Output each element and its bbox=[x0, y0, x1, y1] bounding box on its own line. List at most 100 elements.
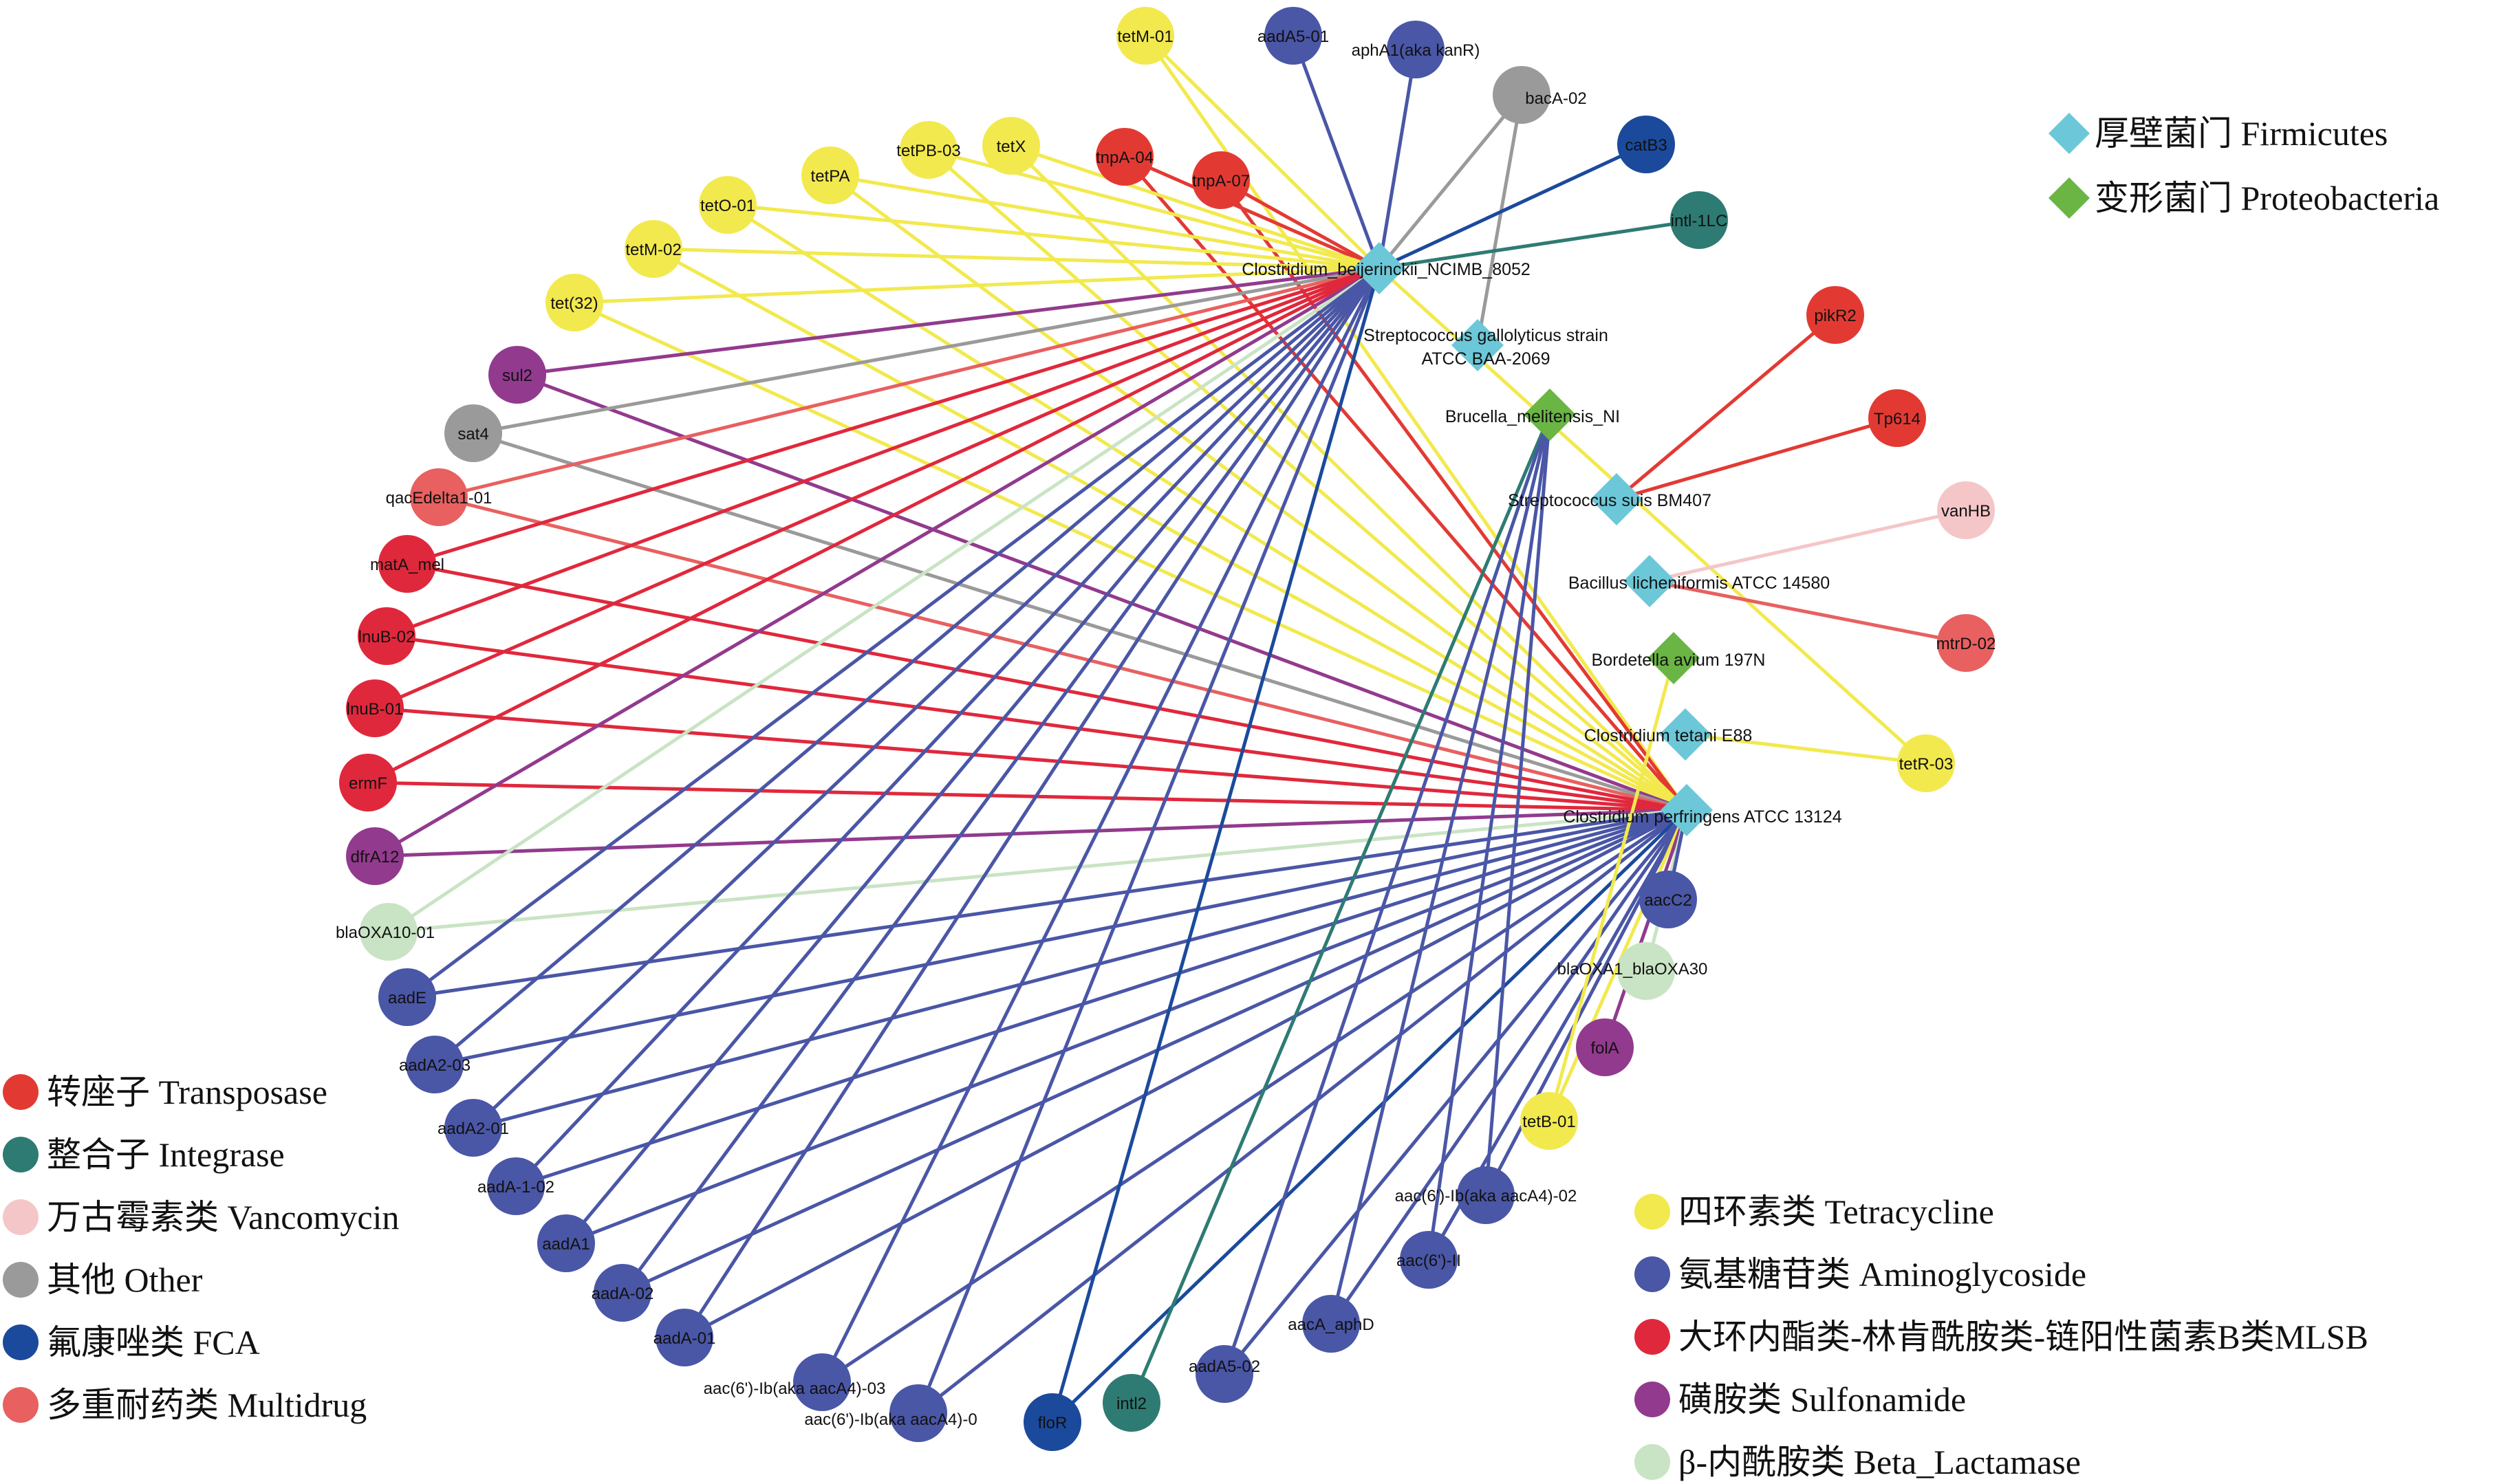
legend-label: 变形菌门 Proteobacteria bbox=[2095, 179, 2439, 217]
edge-flor-cb bbox=[1050, 266, 1381, 1424]
legend-item-sulfonamide: 磺胺类 Sulfonamide bbox=[1634, 1380, 1966, 1419]
legend-label: β-内酰胺类 Beta_Lactamase bbox=[1678, 1443, 2081, 1481]
legend-label: 转座子 Transposase bbox=[47, 1073, 327, 1111]
gene-label: mtrD-02 bbox=[1936, 635, 1996, 653]
edge-aade-cp bbox=[405, 808, 1689, 999]
gene-circle bbox=[1670, 191, 1728, 249]
edge-vanhb-bl bbox=[1647, 508, 1968, 583]
edge-blaoxa10-01-cb bbox=[387, 266, 1381, 934]
gene-label: tetO-01 bbox=[700, 197, 755, 215]
gene-node-teto-01: tetO-01 bbox=[699, 176, 757, 234]
edge-aada5-01-cb bbox=[1291, 34, 1381, 270]
gene-circle bbox=[1806, 286, 1864, 344]
gene-node-aada-02: aadA-02 bbox=[592, 1264, 654, 1322]
gene-circle bbox=[656, 1309, 713, 1366]
gene-label: aadE bbox=[388, 989, 426, 1007]
edge-tetr-03-ct bbox=[1683, 732, 1928, 765]
gene-node-tnpa-07: tnpA-07 bbox=[1192, 151, 1250, 209]
edge-aada-01-cb bbox=[682, 266, 1381, 1340]
legend-label: 氨基糖苷类 Aminoglycoside bbox=[1678, 1255, 2086, 1294]
edge-layer bbox=[366, 34, 1968, 1424]
edge-tnpa-04-cp bbox=[1123, 155, 1689, 812]
gene-node-blaoxa1-blaoxa30: blaOXA1_blaOXA30 bbox=[1557, 942, 1707, 1000]
gene-circle bbox=[1192, 151, 1250, 209]
gene-circle bbox=[1617, 116, 1675, 173]
host-node-bl: Bacillus licheniformis ATCC 14580 bbox=[1568, 555, 1830, 607]
edge-sat4-cp bbox=[471, 431, 1689, 812]
gene-circle bbox=[1457, 1166, 1515, 1224]
legend-item-aminoglycoside: 氨基糖苷类 Aminoglycoside bbox=[1634, 1255, 2086, 1294]
legend-dot-icon bbox=[3, 1199, 39, 1235]
edge-apha1-aka-kanr-cb bbox=[1377, 47, 1418, 270]
edge-aaca-aphd-bm bbox=[1329, 413, 1552, 1326]
gene-node-aada-1-02: aadA-1-02 bbox=[477, 1157, 554, 1215]
gene-node-aada1: aadA1 bbox=[537, 1214, 595, 1272]
edge-baca-02-sg bbox=[1476, 93, 1524, 347]
legend-label: 大环内酯类-林肯酰胺类-链阳性菌素B类MLSB bbox=[1678, 1318, 2368, 1356]
legend-dot-icon bbox=[1634, 1256, 1670, 1292]
legend-diamond-icon bbox=[2049, 113, 2090, 154]
gene-circle bbox=[982, 117, 1040, 175]
host-label: Bacillus licheniformis ATCC 14580 bbox=[1568, 574, 1830, 593]
edge-teto-01-cb bbox=[726, 203, 1381, 270]
gene-node-fola: folA bbox=[1576, 1018, 1634, 1076]
gene-label: lnuB-01 bbox=[347, 700, 404, 719]
edge-aada-1-02-cp bbox=[514, 808, 1689, 1188]
gene-label: ermF bbox=[349, 774, 387, 793]
legend-item-tetracycline: 四环素类 Tetracycline bbox=[1634, 1192, 1994, 1231]
edge-intl-1lc-cb bbox=[1377, 218, 1701, 270]
legend-dot-icon bbox=[3, 1324, 39, 1360]
gene-label: folA bbox=[1590, 1039, 1619, 1058]
gene-node-aaca-aphd: aacA_aphD bbox=[1288, 1295, 1374, 1353]
gene-circle bbox=[346, 679, 404, 737]
gene-label: qacEdelta1-01 bbox=[386, 489, 493, 508]
gene-node-sat4: sat4 bbox=[444, 404, 502, 462]
edge-aada2-01-cb bbox=[471, 266, 1381, 1130]
edge-aade-cb bbox=[405, 266, 1381, 999]
edge-aada1-cb bbox=[564, 266, 1381, 1245]
host-node-ct: Clostridium tetani E88 bbox=[1584, 708, 1752, 761]
gene-label: tetX bbox=[997, 138, 1026, 156]
gene-circle bbox=[900, 121, 958, 179]
edge-flor-cp bbox=[1050, 808, 1689, 1424]
gene-circle bbox=[1617, 942, 1675, 1000]
legend-dot-icon bbox=[1634, 1194, 1670, 1230]
edge-aac-6-ib-aka-aaca4-02-bm bbox=[1484, 413, 1552, 1197]
gene-circle bbox=[1937, 614, 1995, 672]
gene-circle bbox=[1937, 481, 1995, 539]
gene-label: aadA-02 bbox=[592, 1285, 654, 1303]
edge-aada-02-cb bbox=[620, 266, 1381, 1295]
gene-node-aac-6-ib-aka-aaca4-03: aac(6')-Ib(aka aacA4)-03 bbox=[704, 1353, 885, 1411]
gene-circle bbox=[444, 1099, 502, 1157]
gene-label: intl-1LC bbox=[1671, 212, 1728, 230]
gene-label: aadA1 bbox=[542, 1235, 590, 1254]
legend-label: 多重耐药类 Multidrug bbox=[47, 1386, 367, 1424]
edge-lnub-02-cb bbox=[385, 266, 1381, 638]
edge-tetpa-cb bbox=[828, 173, 1381, 270]
legend-layer: 厚壁菌门 Firmicutes 变形菌门 Proteobacteria 转座子 Tr… bbox=[3, 113, 2439, 1481]
edge-aada-01-cp bbox=[682, 808, 1689, 1340]
edge-tnpa-07-cb bbox=[1219, 178, 1381, 270]
gene-label: tetM-01 bbox=[1117, 28, 1173, 46]
gene-circle bbox=[444, 404, 502, 462]
host-label: Bordetella avium 197N bbox=[1592, 651, 1766, 670]
gene-node-aac-6-ib-aka-aaca4-0: aac(6')-Ib(aka aacA4)-0 bbox=[804, 1384, 977, 1442]
gene-node-intl-1lc: intl-1LC bbox=[1670, 191, 1728, 249]
legend-item-firmicutes: 厚壁菌门 Firmicutes bbox=[2049, 113, 2388, 154]
gene-node-aada5-02: aadA5-02 bbox=[1189, 1345, 1260, 1403]
legend-label: 万古霉素类 Vancomycin bbox=[47, 1198, 399, 1236]
gene-label: tet(32) bbox=[550, 294, 598, 313]
legend-diamond-icon bbox=[2049, 177, 2090, 219]
gene-label: aacC2 bbox=[1644, 891, 1691, 910]
gene-label: sat4 bbox=[457, 425, 488, 444]
gene-node-tetx: tetX bbox=[982, 117, 1040, 175]
gene-node-flor: floR bbox=[1024, 1393, 1081, 1451]
gene-label: aacA_aphD bbox=[1288, 1316, 1374, 1334]
legend-dot-icon bbox=[1634, 1319, 1670, 1355]
host-label: Streptococcus suis BM407 bbox=[1508, 491, 1711, 510]
legend-label: 四环素类 Tetracycline bbox=[1678, 1192, 1994, 1231]
gene-circle bbox=[537, 1214, 595, 1272]
